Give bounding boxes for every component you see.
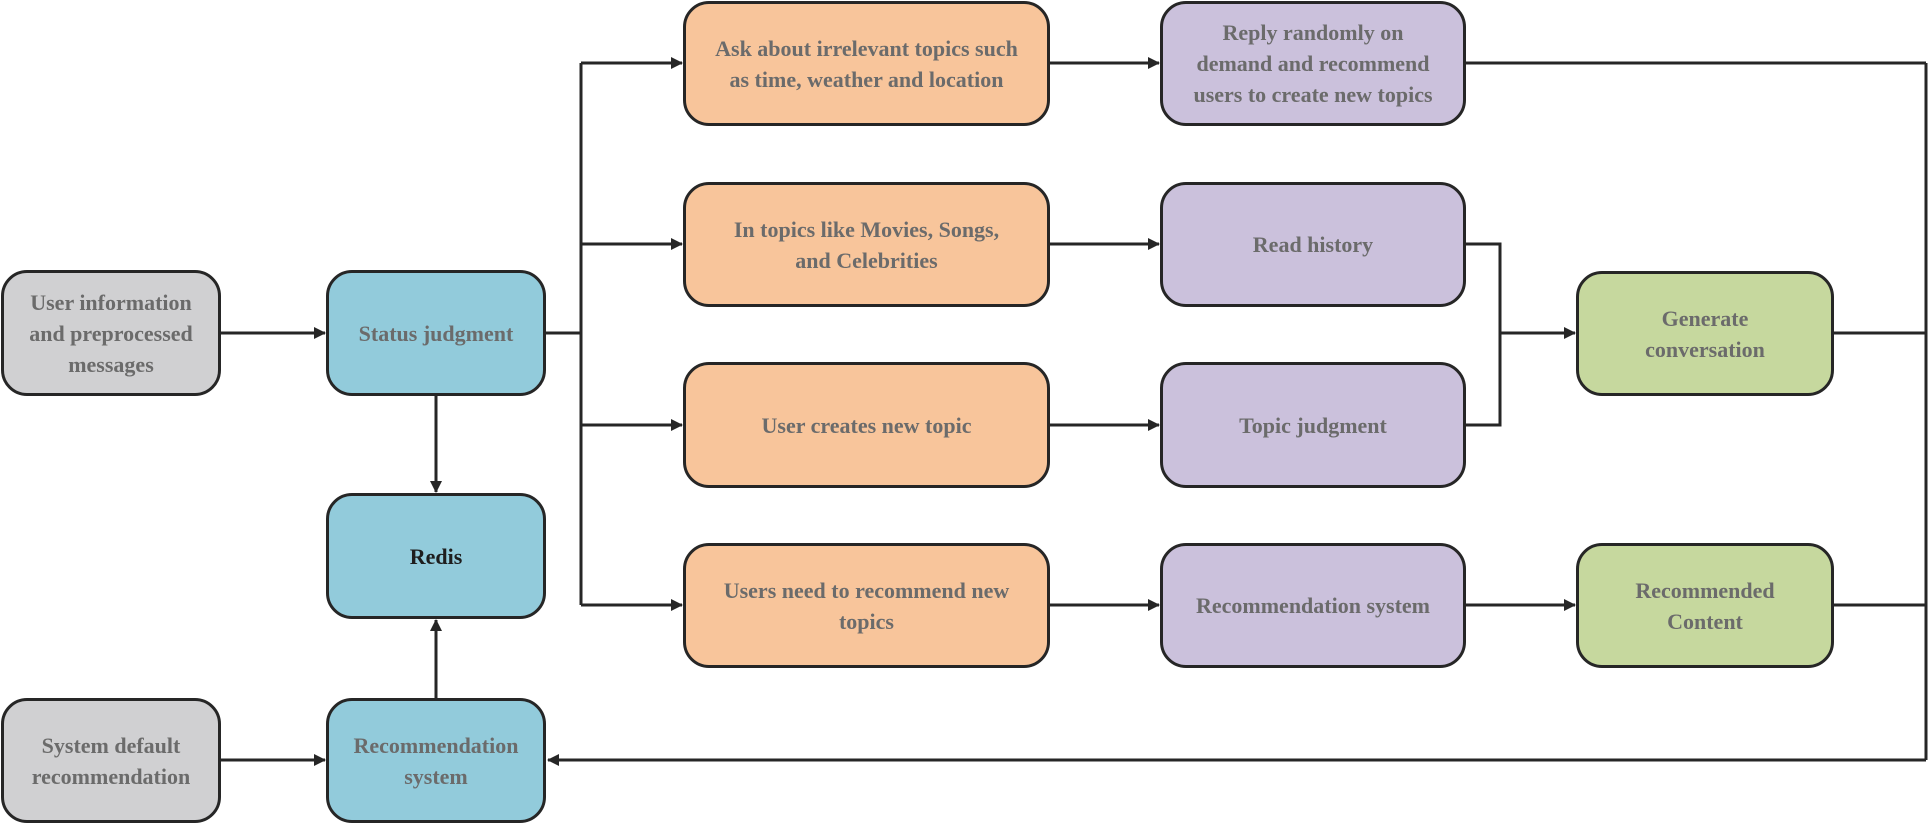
read-history-label: Read history [1252, 232, 1374, 257]
topics-like-node: In topics like Movies, Songs, and Celebr… [683, 182, 1050, 307]
recommendation-system-mid-node: Recommendation system [1160, 543, 1466, 668]
user-info-node: User information and preprocessed messag… [1, 270, 221, 396]
system-default-label: System default recommendation [31, 732, 191, 789]
topics-like-label: In topics like Movies, Songs, and Celebr… [733, 216, 1000, 273]
reply-randomly-node: Reply randomly on demand and recommend u… [1160, 1, 1466, 126]
irrelevant-topics-label: Ask about irrelevant topics such as time… [715, 35, 1018, 92]
users-need-recommend-node: Users need to recommend new topics [683, 543, 1050, 668]
recommendation-system-left-label: Recommendation system [353, 732, 519, 789]
recommendation-system-left-node: Recommendation system [326, 698, 546, 823]
user-creates-topic-label: User creates new topic [761, 412, 972, 438]
reply-randomly-label: Reply randomly on demand and recommend u… [1193, 20, 1433, 107]
generate-conversation-label: Generate conversation [1645, 305, 1765, 362]
users-need-recommend-label: Users need to recommend new topics [723, 577, 1010, 634]
user-info-label: User information and preprocessed messag… [29, 289, 193, 377]
merge-read-history [1466, 242, 1502, 427]
redis-label: Redis [409, 543, 463, 569]
irrelevant-topics-node: Ask about irrelevant topics such as time… [683, 1, 1050, 126]
status-judgment-node: Status judgment [326, 270, 546, 396]
recommendation-system-mid-label: Recommendation system [1195, 593, 1431, 618]
recommended-content-node: Recommended Content [1576, 543, 1834, 668]
topic-judgment-label: Topic judgment [1239, 412, 1387, 438]
status-judgment-label: Status judgment [358, 320, 514, 346]
topic-judgment-node: Topic judgment [1160, 362, 1466, 488]
generate-conversation-node: Generate conversation [1576, 271, 1834, 396]
read-history-node: Read history [1160, 182, 1466, 307]
recommended-content-label: Recommended Content [1635, 577, 1775, 634]
system-default-node: System default recommendation [1, 698, 221, 823]
redis-node: Redis [326, 493, 546, 619]
user-creates-topic-node: User creates new topic [683, 362, 1050, 488]
